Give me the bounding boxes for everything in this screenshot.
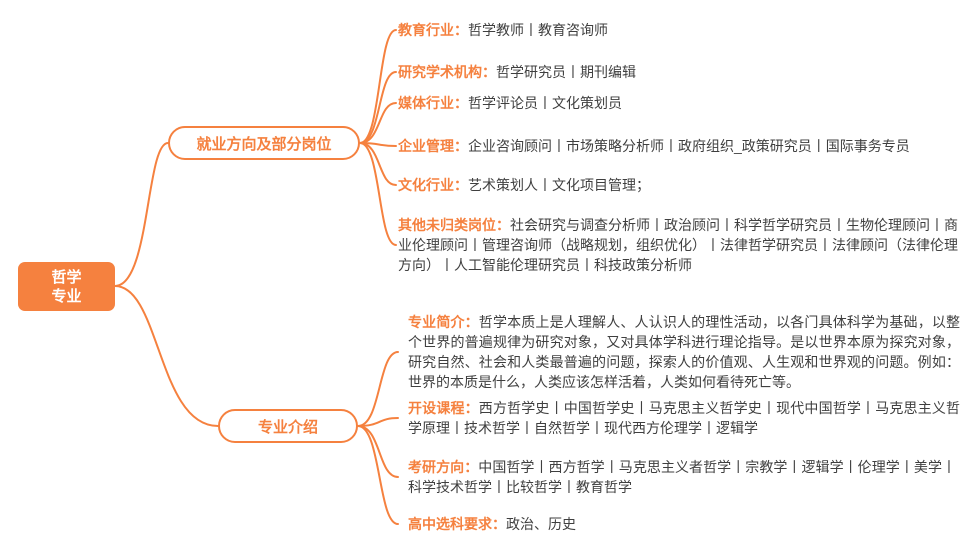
connector-intro-courses (357, 417, 399, 427)
career-item-research-text: 哲学研究员丨期刊编辑 (496, 64, 636, 80)
career-item-other-text: 社会研究与调查分析师丨政治顾问丨科学哲学研究员丨生物伦理顾问丨商业伦理顾问丨管理… (398, 217, 958, 273)
root-node-line2: 专业 (51, 287, 82, 305)
career-item-education-label: 教育行业： (398, 22, 468, 38)
career-item-education-text: 哲学教师丨教育咨询师 (468, 22, 608, 38)
career-item-other-label: 其他未归类岗位： (398, 217, 510, 233)
intro-item-postgrad-text: 中国哲学丨西方哲学丨马克思主义者哲学丨宗教学丨逻辑学丨伦理学丨美学丨科学技术哲学… (408, 459, 957, 495)
career-item-media-text: 哲学评论员丨文化策划员 (468, 95, 622, 111)
career-item-management-label: 企业管理： (398, 138, 468, 154)
intro-item-courses[interactable]: 开设课程：西方哲学史丨中国哲学史丨马克思主义哲学史丨现代中国哲学丨马克思主义哲学… (408, 398, 960, 438)
career-item-management-text: 企业咨询顾问丨市场策略分析师丨政府组织_政策研究员丨国际事务专员 (468, 138, 910, 154)
branch-node-careers[interactable]: 就业方向及部分岗位 (168, 126, 360, 160)
connector-intro-postgrad (357, 425, 399, 478)
intro-item-overview-label: 专业简介： (408, 314, 479, 330)
career-item-management[interactable]: 企业管理：企业咨询顾问丨市场策略分析师丨政府组织_政策研究员丨国际事务专员 (398, 136, 910, 156)
intro-item-subjects[interactable]: 高中选科要求：政治、历史 (408, 514, 576, 534)
career-item-research[interactable]: 研究学术机构：哲学研究员丨期刊编辑 (398, 62, 636, 82)
intro-item-courses-label: 开设课程： (408, 400, 479, 416)
connector-careers-culture (359, 142, 397, 186)
career-item-media-label: 媒体行业： (398, 95, 468, 111)
career-item-culture[interactable]: 文化行业：艺术策划人丨文化项目管理； (398, 175, 650, 195)
connector-careers-media (359, 102, 397, 144)
connector-intro-overview (357, 351, 399, 427)
connector-careers-other (359, 142, 397, 246)
career-item-education[interactable]: 教育行业：哲学教师丨教育咨询师 (398, 20, 608, 40)
career-item-culture-label: 文化行业： (398, 177, 468, 193)
career-item-media[interactable]: 媒体行业：哲学评论员丨文化策划员 (398, 93, 622, 113)
intro-item-courses-text: 西方哲学史丨中国哲学史丨马克思主义哲学史丨现代中国哲学丨马克思主义哲学原理丨技术… (408, 400, 961, 436)
career-item-research-label: 研究学术机构： (398, 64, 496, 80)
connector-careers-education (359, 29, 397, 144)
intro-item-subjects-label: 高中选科要求： (408, 516, 506, 532)
career-item-other[interactable]: 其他未归类岗位：社会研究与调查分析师丨政治顾问丨科学哲学研究员丨生物伦理顾问丨商… (398, 215, 958, 275)
branch-careers-label: 就业方向及部分岗位 (196, 135, 332, 153)
connector-careers-research (359, 71, 397, 144)
branch-intro-label: 专业介绍 (257, 418, 318, 436)
intro-item-postgrad-label: 考研方向： (408, 459, 479, 475)
connector-root-intro (114, 285, 219, 427)
connector-root-careers (114, 142, 169, 287)
branch-node-intro[interactable]: 专业介绍 (218, 409, 358, 443)
intro-item-subjects-text: 政治、历史 (506, 516, 576, 532)
intro-item-postgrad[interactable]: 考研方向：中国哲学丨西方哲学丨马克思主义者哲学丨宗教学丨逻辑学丨伦理学丨美学丨科… (408, 457, 956, 497)
intro-item-overview-text: 哲学本质上是人理解人、人认识人的理性活动，以各门具体科学为基础，以整个世界的普遍… (408, 314, 961, 390)
intro-item-overview[interactable]: 专业简介：哲学本质上是人理解人、人认识人的理性活动，以各门具体科学为基础，以整个… (408, 312, 960, 392)
root-node-line1: 哲学 (51, 268, 82, 286)
root-node-major[interactable]: 哲学 专业 (18, 262, 115, 311)
career-item-culture-text: 艺术策划人丨文化项目管理； (468, 177, 650, 193)
connector-intro-subjects (357, 425, 399, 525)
